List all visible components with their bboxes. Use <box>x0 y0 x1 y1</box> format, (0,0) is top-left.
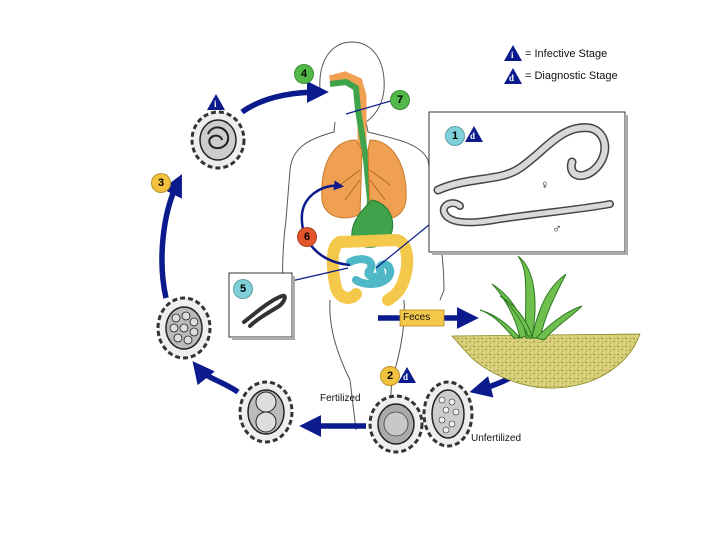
larva-connector <box>286 267 349 283</box>
arrow-to-mouth <box>240 81 329 115</box>
infective-marker-letter: i <box>214 99 217 109</box>
legend-infective-letter: i <box>511 50 514 60</box>
feces-label: Feces <box>403 312 431 323</box>
intestines <box>326 233 414 306</box>
soil-and-plants <box>451 255 641 389</box>
fertilized-label: Fertilized <box>320 393 361 404</box>
egg-embryonated <box>156 296 212 360</box>
stage-1-marker: d <box>470 131 476 141</box>
infective-stage-icon <box>207 94 225 110</box>
larva <box>242 293 287 328</box>
egg-fertilized <box>368 394 424 454</box>
stage-2-marker: d <box>403 372 409 382</box>
stage-2-badge: 2 <box>380 366 400 386</box>
stage-3-badge: 3 <box>151 173 171 193</box>
soil <box>451 333 641 389</box>
egg-stage-3 <box>190 110 246 170</box>
stage-2-diagnostic-icon <box>398 367 416 383</box>
stage-1-diagnostic-icon <box>465 126 483 142</box>
legend-infective-text: = Infective Stage <box>525 48 608 60</box>
male-symbol: ♂ <box>552 221 562 236</box>
adult-worms-box <box>428 111 628 255</box>
egg-unfertilized <box>422 380 474 448</box>
legend-infective-triangle-icon <box>504 45 522 61</box>
feces-label-box <box>399 309 445 327</box>
egg-two-cell <box>238 380 294 444</box>
stage-1-badge: 1 <box>445 126 465 146</box>
larva-migration-path <box>300 180 351 267</box>
unfertilized-label: Unfertilized <box>471 433 522 444</box>
arrow-embryonated-egg <box>192 361 240 395</box>
legend-diagnostic-letter: d <box>509 73 515 83</box>
stage-4-badge: 4 <box>294 64 314 84</box>
legend-diagnostic-triangle-icon <box>504 68 522 84</box>
stage-5-badge: 5 <box>233 279 253 299</box>
plant <box>479 255 583 341</box>
female-symbol: ♀ <box>540 177 550 192</box>
arrow-up-left <box>159 174 182 299</box>
stage-7-badge: 7 <box>390 90 410 110</box>
stage-6-badge: 6 <box>297 227 317 247</box>
legend-diagnostic-text: = Diagnostic Stage <box>525 70 618 82</box>
mouth-connector <box>345 99 395 115</box>
